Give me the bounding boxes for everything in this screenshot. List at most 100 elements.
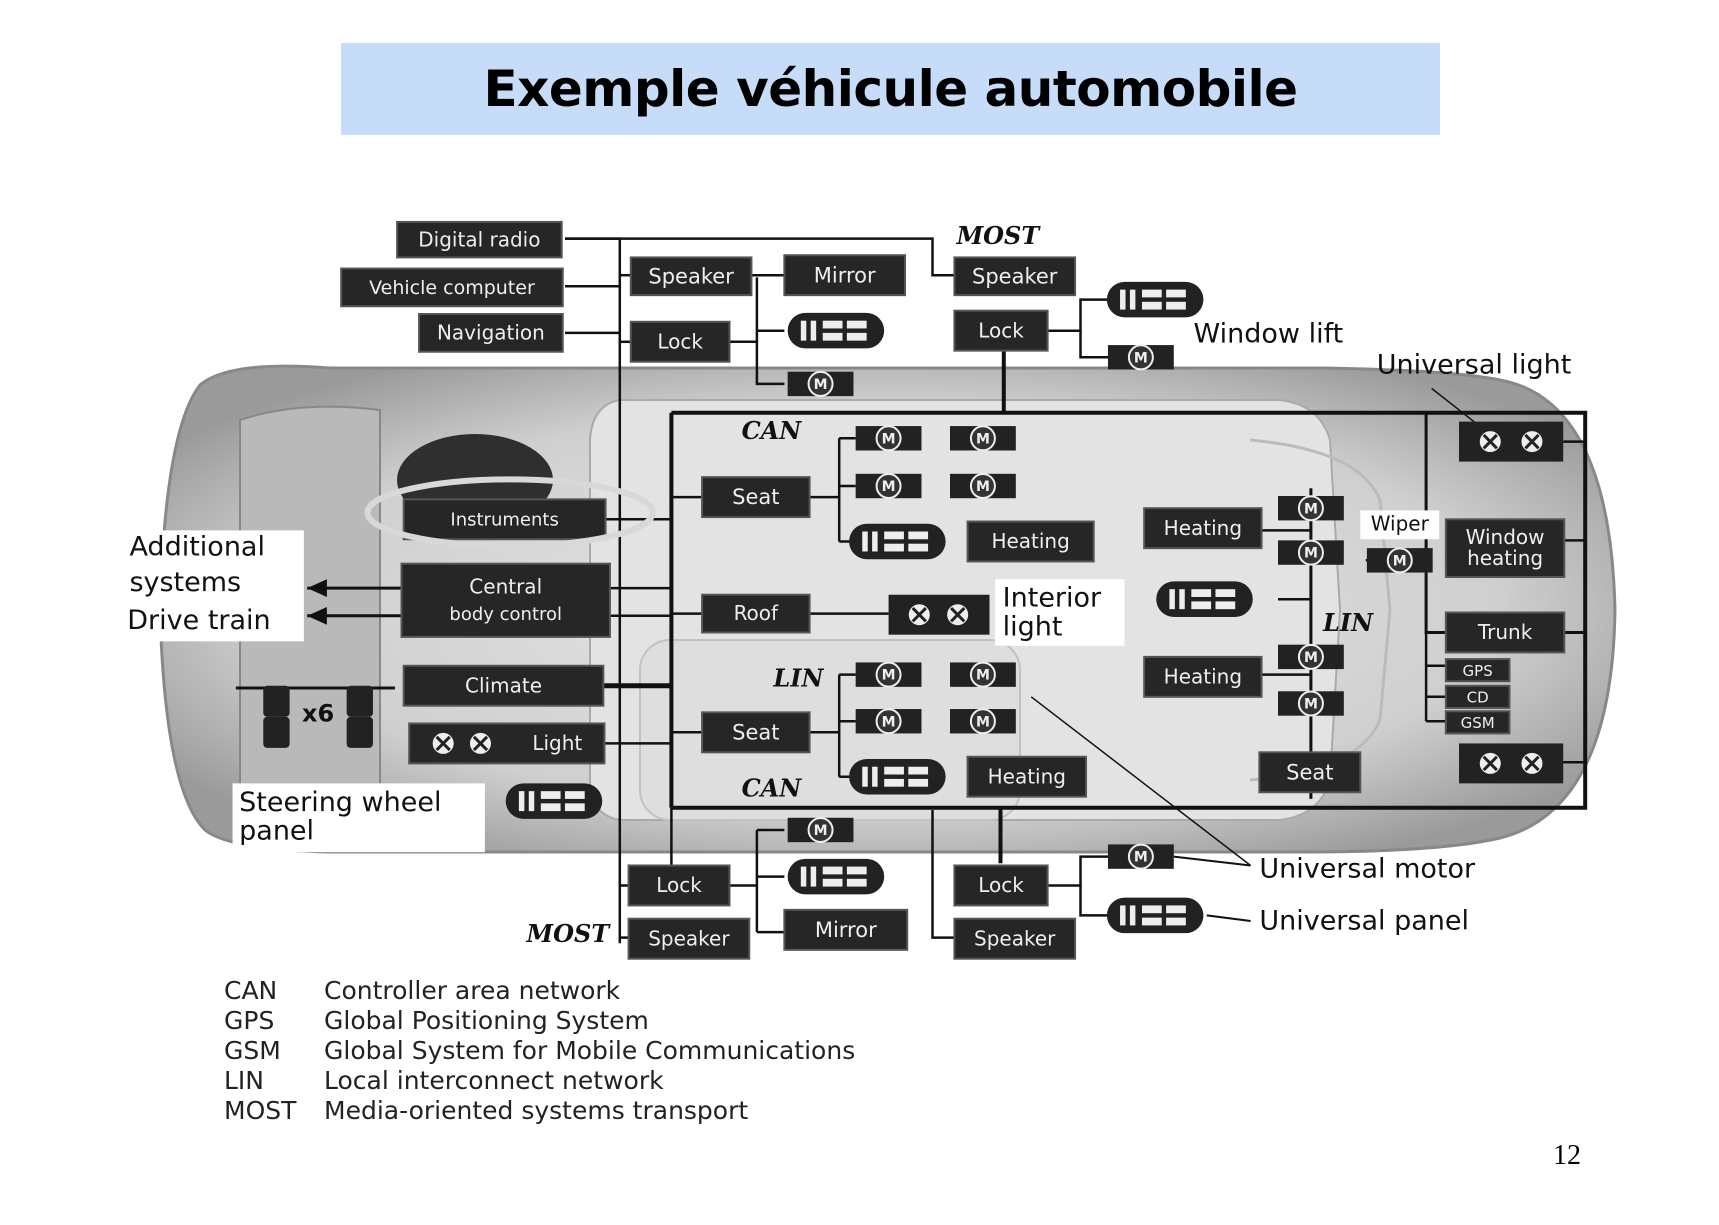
motor-icon-ring — [807, 370, 834, 397]
gsm-module-label: GSM — [1461, 714, 1495, 732]
light-module-label: Light — [532, 731, 582, 755]
can-label-bottom: CAN — [742, 774, 803, 803]
callout-universal-light — [1431, 387, 1482, 428]
arrow-head — [307, 579, 327, 597]
speaker-bottom-left-label: Speaker — [648, 926, 730, 950]
most-bus-top — [565, 237, 955, 277]
motor-icon-ring — [1297, 643, 1324, 670]
seat-right-module-label: Seat — [1286, 760, 1333, 784]
lock-top-right-label: Lock — [978, 318, 1024, 342]
page-number: 12 — [1553, 1140, 1581, 1171]
seat-rear-module — [701, 711, 811, 754]
callout-universal-panel — [1206, 914, 1251, 922]
panel-switch-key — [884, 778, 904, 787]
panel-switch-key — [1191, 589, 1212, 597]
central-body-control-module — [400, 562, 611, 638]
universal-panel-label: Universal panel — [1259, 906, 1469, 937]
motor-icon-label: M — [1134, 850, 1148, 866]
roof-module-label: Roof — [734, 601, 779, 625]
panel-switch-key — [540, 791, 561, 799]
lamp-icon-cross — [911, 607, 927, 623]
heating-right-top — [1143, 507, 1263, 550]
wiper-label: Wiper — [1371, 511, 1430, 535]
motor-icon-label: M — [814, 823, 828, 839]
panel-switch-bar — [862, 766, 868, 787]
lock-bottom-right-label: Lock — [978, 873, 1024, 897]
navigation-module-label: Navigation — [437, 320, 545, 344]
steering-wheel-label-1: Steering wheel — [239, 787, 441, 818]
panel-switch-bar — [800, 320, 807, 341]
panel-switch-bar — [1179, 589, 1185, 610]
speaker-top-left — [629, 256, 753, 297]
speaker-bottom-right-label: Speaker — [974, 926, 1056, 950]
motor-icon-ring — [969, 708, 996, 735]
central-body-control-module-label-1: Central — [469, 574, 542, 598]
lamp-icon-cross — [950, 607, 966, 623]
mirror-bottom-module — [783, 908, 909, 951]
motor-icon-label: M — [976, 668, 990, 684]
speaker-bottom-left — [627, 917, 751, 960]
motor-icon-label: M — [1304, 501, 1318, 517]
motor-icon-label: M — [882, 431, 896, 447]
motor-icon-ring — [969, 425, 996, 452]
additional-systems-label-bg — [122, 530, 304, 642]
panel-switch-key — [884, 766, 904, 775]
mirror-bottom-module-label: Mirror — [815, 918, 877, 942]
panel-switch-key — [1215, 601, 1236, 610]
instruments-module-label: Instruments — [450, 509, 558, 530]
lock-top-left — [629, 320, 731, 363]
panel-switch-key — [884, 531, 904, 540]
steering-wheel-label-2: panel — [239, 816, 314, 847]
panel-switch-key — [822, 332, 843, 341]
motor-icon-label: M — [976, 714, 990, 730]
universal-motor-label: Universal motor — [1259, 853, 1476, 884]
panel-switch-bar — [1129, 289, 1136, 310]
panel-switch-key — [1141, 289, 1162, 298]
panel-switch-bar — [810, 320, 817, 341]
panel-switch-bar — [1169, 589, 1175, 610]
x6-label: x6 — [302, 700, 334, 728]
legend-abbreviation: CAN — [224, 976, 278, 1005]
panel-switch-key — [1166, 289, 1186, 298]
panel-switch-key — [822, 878, 843, 887]
panel-switch-key — [1166, 917, 1186, 926]
panel-switch-bar — [862, 531, 868, 552]
instruments-highlight-ring — [364, 476, 656, 549]
climate-module-label: Climate — [465, 673, 542, 697]
panel-switch-bar — [1120, 289, 1126, 310]
injector-icon — [346, 685, 373, 717]
legend-expansion: Global System for Mobile Communications — [324, 1036, 856, 1065]
panel-switch-key — [564, 791, 585, 799]
panel-switch-key — [1166, 301, 1186, 310]
panel-switch-key — [908, 531, 929, 540]
module-nodes — [263, 220, 1566, 960]
steering-wheel-label-bg — [232, 783, 485, 853]
motor-icon-ring — [969, 473, 996, 500]
panel-switch-key — [1141, 301, 1162, 310]
lock-bottom-right — [953, 864, 1049, 907]
window-lift-label: Window lift — [1194, 319, 1344, 350]
navigation-module — [418, 313, 564, 353]
panel-switch-key — [846, 878, 867, 887]
lamp-icon-cross — [1524, 433, 1540, 450]
speaker-top-right — [953, 256, 1077, 297]
legend-abbreviation: LIN — [224, 1066, 265, 1095]
lamp-icon-cross — [472, 735, 489, 752]
panel-switch-key — [540, 803, 561, 812]
motor-icon-label: M — [882, 479, 896, 495]
motor-icon-label: M — [976, 431, 990, 447]
motor-icon-label: M — [1134, 350, 1148, 366]
vehicle-computer-module — [340, 267, 564, 308]
universal-light-module — [1459, 421, 1564, 462]
heating-right-bottom-label: Heating — [1164, 664, 1242, 688]
motor-icon-ring — [1127, 344, 1154, 371]
lock-top-left-label: Lock — [657, 329, 703, 353]
lamp-icon-cross — [1524, 755, 1540, 772]
bus-line — [1047, 298, 1108, 332]
panel-switch-bar — [800, 866, 807, 887]
